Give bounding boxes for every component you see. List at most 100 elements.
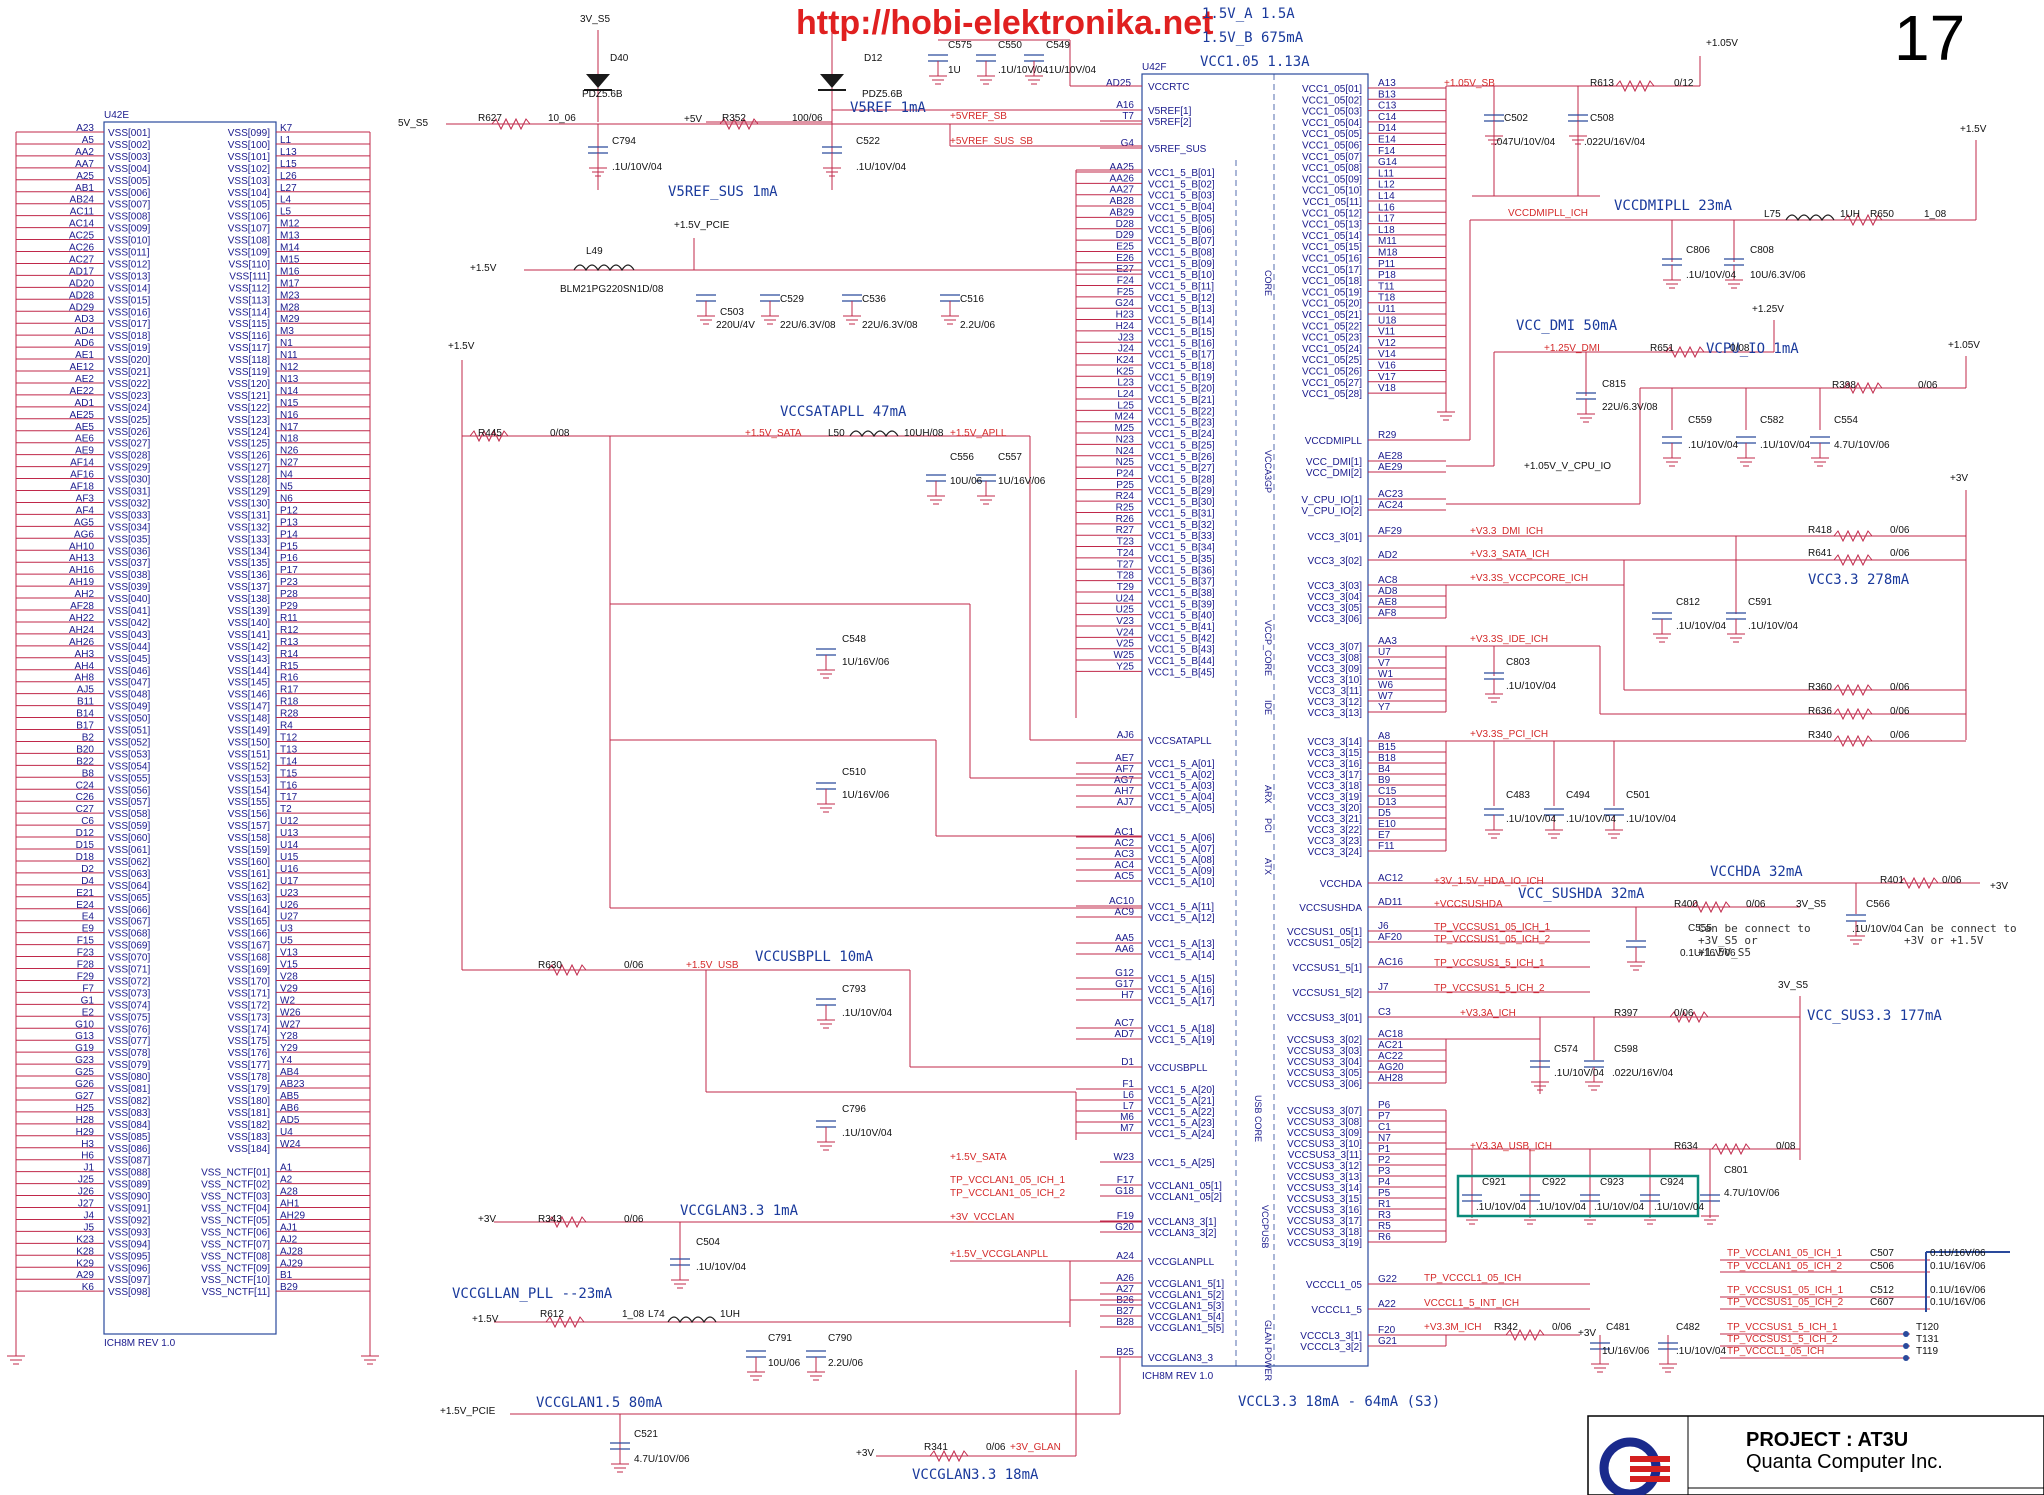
vss-left-pin-number: H3 xyxy=(81,1139,94,1150)
component-label: 0/06 xyxy=(1942,875,1962,886)
vss-right-pin-name: VSS[157] xyxy=(228,821,270,832)
vss-right-pin-number: P28 xyxy=(280,589,298,600)
component-label: C812 xyxy=(1676,597,1700,608)
component-label: C529 xyxy=(780,294,804,305)
u42f-right-pin-number: E10 xyxy=(1378,819,1396,830)
vcc15b-pin-number: N24 xyxy=(1116,446,1135,457)
ground-symbol xyxy=(929,75,947,85)
vcc105-pin-number: L17 xyxy=(1378,214,1395,225)
vcc15b-pin-name: VCC1_5_B[36] xyxy=(1148,565,1215,576)
ground-symbol xyxy=(817,669,835,679)
component-label: +1.5V_PCIE xyxy=(674,220,730,231)
resistor xyxy=(1665,345,1705,359)
component-label: 10U/06 xyxy=(768,1358,801,1369)
u42f-right-pin-name: VCCCL3_3[2] xyxy=(1300,1342,1362,1353)
vss-right-pin-number: V15 xyxy=(280,960,298,971)
component-label: C801 xyxy=(1724,1165,1748,1176)
vss-right-pin-name: VSS[112] xyxy=(228,283,270,294)
vcc15b-pin-name: VCC1_5_B[06] xyxy=(1148,225,1215,236)
vss-right-pin-name: VSS[158] xyxy=(228,833,270,844)
vss-right-pin-name: VSS[108] xyxy=(228,236,270,247)
component-label: C921 xyxy=(1482,1177,1506,1188)
u42f-right-pin-number: P4 xyxy=(1378,1177,1391,1188)
ground-symbol xyxy=(1585,1081,1603,1091)
vcc105-pin-name: VCC1_05[13] xyxy=(1302,220,1362,231)
vss-right-pin-number: M15 xyxy=(280,254,300,265)
vss-left-pin-number: AD20 xyxy=(69,278,94,289)
vcc105-pin-name: VCC1_05[12] xyxy=(1302,208,1362,219)
vcc15b-pin-number: R24 xyxy=(1116,491,1135,502)
vss-right-pin-number: T15 xyxy=(280,768,298,779)
vss-left-pin-number: AE5 xyxy=(75,422,94,433)
vcc15b-pin-number: J24 xyxy=(1118,344,1135,355)
u42f-right-pin-number: P6 xyxy=(1378,1100,1391,1111)
u42f-right-pin-number: R29 xyxy=(1378,430,1397,441)
component-label: .1U/10V/04 xyxy=(1626,814,1676,825)
u42f-right-pin-name: VCCSUS3_3[16] xyxy=(1287,1205,1362,1216)
vss-right-pin-number: U4 xyxy=(280,1127,293,1138)
vss-right-pin-number: R17 xyxy=(280,685,299,696)
vss-right-pin-name: VSS_NCTF[11] xyxy=(202,1287,270,1298)
vcc105-pin-number: F14 xyxy=(1378,146,1396,157)
vss-left-pin-name: VSS[054] xyxy=(108,761,150,772)
vcc15a-pin-name: VCC1_5_A[20] xyxy=(1148,1085,1215,1096)
u42f-right-pin-number: AD11 xyxy=(1378,897,1403,908)
vcc15b-pin-number: E25 xyxy=(1116,241,1134,252)
component-label: 1_08 xyxy=(622,1309,645,1320)
vss-right-pin-name: VSS[100] xyxy=(228,140,270,151)
vcc105-pin-number: V11 xyxy=(1378,327,1395,338)
vss-right-pin-number: B29 xyxy=(280,1282,298,1293)
ground-symbol xyxy=(1569,135,1587,145)
component-label: 3V_S5 xyxy=(580,14,610,25)
u42f-left-pin-name: VCCGLANPLL xyxy=(1148,1257,1215,1268)
vss-right-pin-name: VSS[175] xyxy=(228,1036,270,1047)
vcc105-pin-name: VCC1_05[19] xyxy=(1302,287,1362,298)
ground-symbol xyxy=(1591,1363,1609,1373)
vss-left-pin-name: VSS[021] xyxy=(108,367,150,378)
u42f-right-pin-number: W7 xyxy=(1378,691,1393,702)
vss-left-pin-number: E4 xyxy=(82,912,95,923)
vcc105-pin-number: D14 xyxy=(1378,123,1397,134)
component-label: 1UH xyxy=(1840,209,1860,220)
resistor xyxy=(1833,683,1873,697)
u42f-right-pin-name: VCCSUS3_3[03] xyxy=(1287,1046,1362,1057)
vss-left-pin-name: VSS[074] xyxy=(108,1000,150,1011)
component-label: 0/08 xyxy=(1730,343,1750,354)
vss-right-pin-number: L5 xyxy=(280,207,292,218)
component-label: C521 xyxy=(634,1429,658,1440)
component-label: R650 xyxy=(1870,209,1894,220)
u42f-left-pin-name: VCCGLAN1_5[2] xyxy=(1148,1290,1224,1301)
resistor xyxy=(547,963,587,977)
vss-right-pin-number: AJ2 xyxy=(280,1234,298,1245)
vcc15b-pin-name: VCC1_5_B[03] xyxy=(1148,191,1215,202)
vcc15b-pin-number: H24 xyxy=(1116,321,1135,332)
vcc15b-pin-number: V23 xyxy=(1116,616,1134,627)
u42f-left-pin-name: VCCGLAN1_5[1] xyxy=(1148,1279,1224,1290)
u42f-right-pin-name: VCC3_3[02] xyxy=(1308,556,1363,567)
vss-left-pin-name: VSS[019] xyxy=(108,343,150,354)
vss-right-pin-number: A2 xyxy=(280,1175,293,1186)
u42f-right-pin-name: VCCSUS3_3[08] xyxy=(1287,1117,1362,1128)
vcc105-pin-number: U18 xyxy=(1378,315,1397,326)
vss-left-pin-name: VSS[048] xyxy=(108,690,150,701)
component-label: +3V xyxy=(856,1448,874,1459)
component-label: R401 xyxy=(1880,875,1904,886)
vss-left-pin-number: AD17 xyxy=(69,266,94,277)
u42f-left-pin-name: VCC1_5_A[25] xyxy=(1148,1158,1215,1169)
component-label: 0/06 xyxy=(1918,380,1938,391)
vcc15b-pin-number: R27 xyxy=(1116,525,1135,536)
vcc105-pin-name: VCC1_05[01] xyxy=(1302,84,1362,95)
vss-right-pin-number: R18 xyxy=(280,697,299,708)
vss-right-pin-number: AJ1 xyxy=(280,1222,298,1233)
hda-note-5: +3V or +1.5V xyxy=(1904,934,1984,947)
u42f-right-pin-name: VCC3_3[12] xyxy=(1308,697,1363,708)
vss-left-pin-name: VSS[065] xyxy=(108,893,150,904)
component-label: 1U/16V/06 xyxy=(842,790,890,801)
component-label: .022U/16V/04 xyxy=(1612,1068,1674,1079)
vcc105-pin-name: VCC1_05[28] xyxy=(1302,389,1362,400)
vss-left-pin-number: G23 xyxy=(75,1055,94,1066)
component-label: +1.25V xyxy=(1752,304,1784,315)
vss-left-pin-name: VSS[089] xyxy=(108,1180,150,1191)
vss-left-pin-number: AF3 xyxy=(76,493,95,504)
